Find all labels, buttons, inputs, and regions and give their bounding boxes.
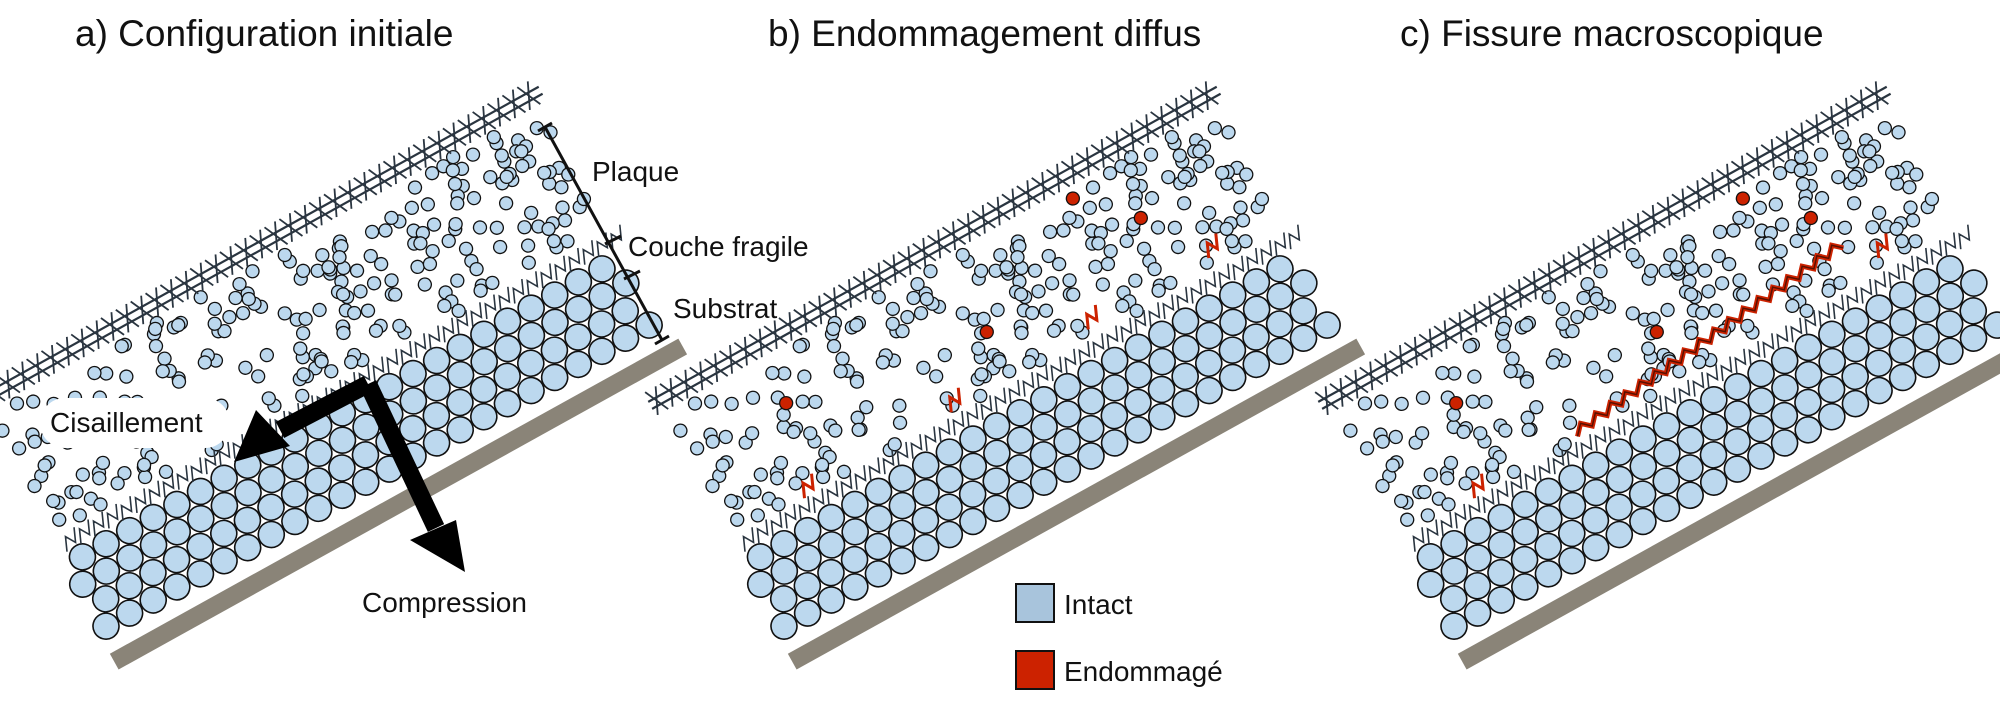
damage-markers xyxy=(778,191,1220,499)
base-support xyxy=(1457,338,2000,670)
legend-damaged-label: Endommagé xyxy=(1064,656,1223,687)
couche-fragile-particles xyxy=(0,120,592,527)
legend-damaged-swatch xyxy=(1015,650,1055,690)
base-support xyxy=(109,338,688,670)
plaque-lattice xyxy=(644,81,1222,415)
layer-bracket xyxy=(537,121,670,346)
plaque-lattice xyxy=(1314,81,1892,415)
label-substrat: Substrat xyxy=(673,293,777,324)
damage-markers xyxy=(1448,191,1890,499)
interface-zigzag xyxy=(1412,224,1971,552)
substrat-particles xyxy=(746,255,1341,640)
panel-crack xyxy=(1314,81,2000,670)
shear-label-bg xyxy=(40,398,230,448)
panel-b-title: b) Endommagement diffus xyxy=(768,13,1201,54)
legend-intact-label: Intact xyxy=(1064,589,1133,620)
shear-arrowhead xyxy=(234,410,290,462)
force-arrows xyxy=(234,376,465,572)
label-cisaillement: Cisaillement xyxy=(50,407,203,438)
substrat-particles xyxy=(1416,255,2000,640)
legend: Intact Endommagé xyxy=(1015,583,1223,690)
legend-intact-swatch xyxy=(1015,583,1055,623)
substrat-particles xyxy=(68,255,663,640)
couche-fragile-particles xyxy=(673,120,1270,527)
compression-arrow-shaft xyxy=(359,380,445,532)
panel-diffuse xyxy=(644,81,1366,670)
panel-c-title: c) Fissure macroscopique xyxy=(1400,13,1824,54)
panel-initial xyxy=(0,81,688,670)
plaque-lattice xyxy=(0,81,544,410)
label-compression: Compression xyxy=(362,587,527,618)
shear-arrow-shaft xyxy=(275,376,373,438)
label-plaque: Plaque xyxy=(592,156,679,187)
base-support xyxy=(787,338,1366,670)
label-couche-fragile: Couche fragile xyxy=(628,231,809,262)
compression-arrowhead xyxy=(410,520,465,572)
interface-zigzag xyxy=(742,224,1301,552)
panels-layer xyxy=(0,81,2000,670)
panel-a-title: a) Configuration initiale xyxy=(75,13,453,54)
